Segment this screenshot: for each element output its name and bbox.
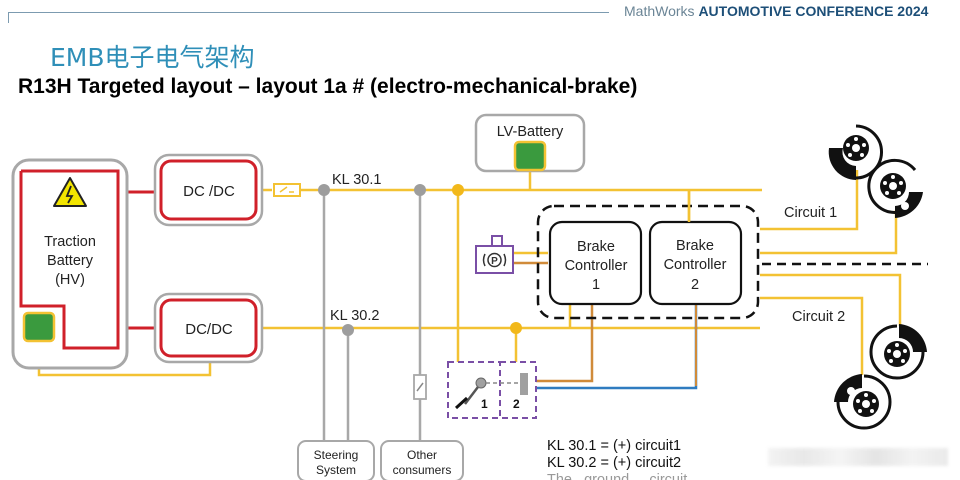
- page-title: EMB电子电气架构: [50, 43, 255, 72]
- bc1-label-3: 1: [592, 277, 600, 293]
- kl301-node-steering: [318, 184, 330, 196]
- dcdc-converter-bottom: DC/DC: [153, 292, 264, 364]
- other-label-1: Other: [407, 448, 437, 462]
- kl301-label: KL 30.1: [332, 172, 381, 188]
- circuit1-wire-front-right: [760, 210, 898, 255]
- conference-brand: MathWorks AUTOMOTIVE CONFERENCE 2024: [624, 3, 928, 19]
- kl302-node-steering: [342, 324, 354, 336]
- traction-battery-label-2: Battery: [47, 253, 94, 269]
- pedal-sensor-wire-bc2: [536, 304, 698, 390]
- steering-system: Steering System: [297, 440, 375, 480]
- hv-battery-sensor: [22, 311, 56, 343]
- dcdc-bottom-label: DC/DC: [185, 321, 233, 338]
- brand-conference: AUTOMOTIVE CONFERENCE 2024: [698, 3, 929, 19]
- bc2-label-1: Brake: [676, 238, 714, 254]
- legend-line-3: The...ground ... circuit...: [547, 472, 700, 480]
- brake-disc-front-left-icon: [828, 124, 883, 180]
- legend-line-2: KL 30.2 = (+) circuit2: [547, 455, 682, 471]
- circuit1-wire-front-left: [760, 170, 859, 231]
- kl302-label: KL 30.2: [330, 308, 379, 324]
- traction-battery-label-1: Traction: [44, 234, 96, 250]
- park-brake-switch: P: [475, 235, 514, 274]
- dcdc-top-label: DC /DC: [183, 183, 235, 200]
- brake-disc-rear-left-icon: [834, 374, 892, 430]
- brake-disc-front-right-icon: [867, 158, 923, 218]
- blurred-watermark: [768, 448, 948, 466]
- header-rule: [8, 12, 609, 23]
- traction-battery-label-3: (HV): [55, 272, 85, 288]
- dcdc-converter-top: DC /DC: [153, 153, 264, 227]
- pedal-sensor-wire-bc1: [536, 304, 594, 383]
- steering-label-1: Steering: [314, 448, 359, 462]
- pedal-label-1: 1: [481, 397, 488, 411]
- high-voltage-warning-icon: [53, 177, 87, 207]
- steering-label-2: System: [316, 463, 356, 477]
- park-symbol: P: [491, 256, 498, 267]
- legend: KL 30.1 = (+) circuit1 KL 30.2 = (+) cir…: [547, 438, 699, 480]
- page-subtitle: R13H Targeted layout – layout 1a # (elec…: [18, 75, 638, 98]
- brake-disc-rear-right-icon: [869, 324, 927, 380]
- brake-pedal-icon: [454, 377, 487, 410]
- consumer-switch-icon: [413, 374, 427, 400]
- bc1-label-2: Controller: [565, 258, 628, 274]
- legend-line-1: KL 30.1 = (+) circuit1: [547, 438, 682, 454]
- parking-brake-icon: P: [482, 252, 507, 268]
- traction-battery: Traction Battery (HV): [11, 158, 129, 370]
- bc2-label-2: Controller: [664, 257, 727, 273]
- brake-controller-1: Brake Controller 1: [548, 220, 643, 306]
- brake-pedal-unit: 1 2: [447, 361, 537, 419]
- circuit2-wire-rear-right: [760, 273, 902, 326]
- lv-battery-cell: [513, 140, 547, 172]
- kl302-node-pedal: [510, 322, 522, 334]
- circuit1-label: Circuit 1: [784, 205, 837, 221]
- lv-battery-label: LV-Battery: [497, 124, 564, 140]
- other-consumers: Other consumers: [380, 440, 464, 480]
- fuse-switch-icon: [273, 183, 301, 197]
- pedal-label-2: 2: [513, 397, 520, 411]
- circuit2-wire-rear-left: [760, 296, 864, 375]
- bc2-label-3: 2: [691, 277, 699, 293]
- circuit2-label: Circuit 2: [792, 309, 845, 325]
- kl301-node-pedal: [452, 184, 464, 196]
- brake-controller-2: Brake Controller 2: [648, 220, 743, 306]
- bc1-label-1: Brake: [577, 239, 615, 255]
- kl301-node-other: [414, 184, 426, 196]
- other-label-2: consumers: [393, 463, 452, 477]
- lv-battery: LV-Battery: [474, 113, 586, 173]
- pedal-sensor-icon: [520, 373, 528, 395]
- brand-mathworks: MathWorks: [624, 3, 695, 19]
